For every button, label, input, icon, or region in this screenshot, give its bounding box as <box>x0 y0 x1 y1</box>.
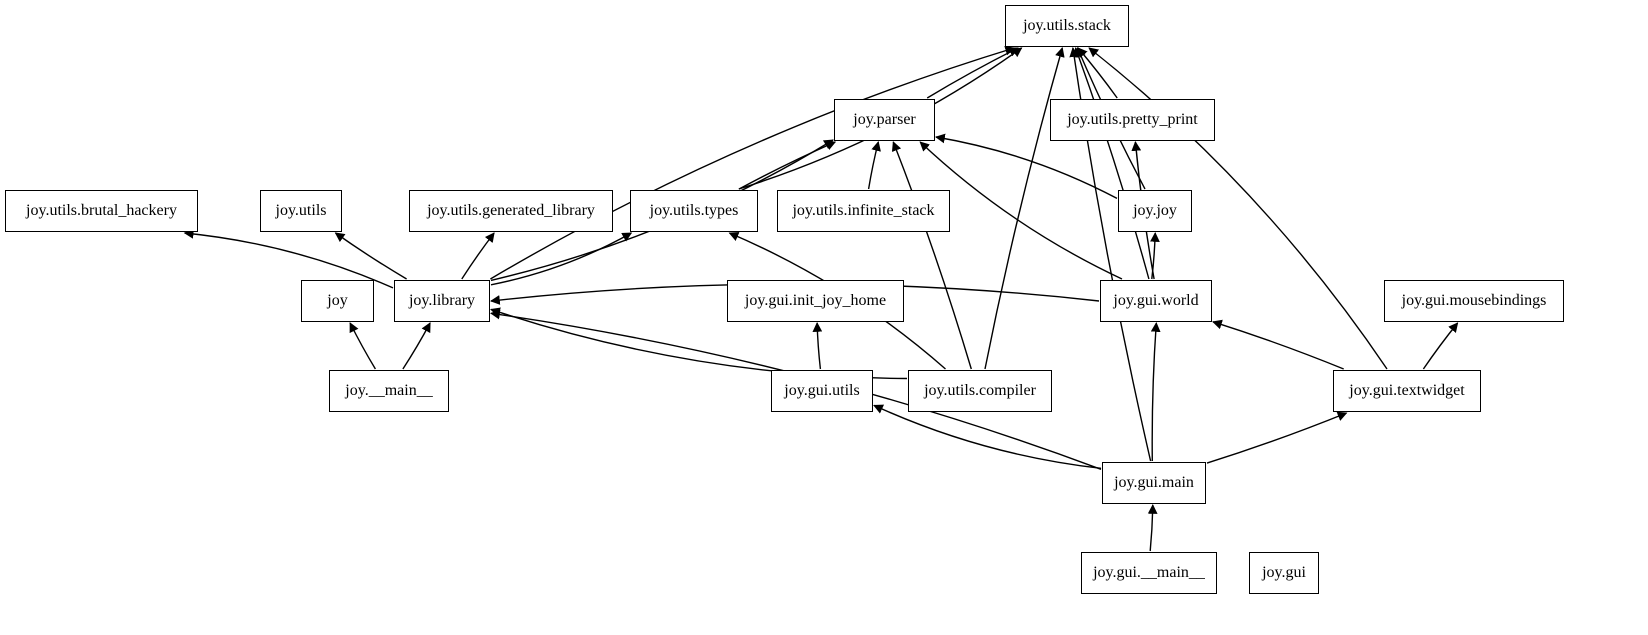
graph-node-label: joy.__main__ <box>345 382 433 399</box>
graph-edge <box>919 141 1123 280</box>
graph-edge <box>1077 47 1118 99</box>
graph-node-label: joy.gui <box>1262 564 1306 581</box>
graph-node-joy-gui-textwidget[interactable]: joy.gui.textwidget <box>1333 370 1481 412</box>
graph-node-label: joy.library <box>408 292 476 309</box>
graph-edge <box>1422 322 1459 370</box>
graph-node-joy-main[interactable]: joy.__main__ <box>329 370 449 412</box>
graph-node-joy-gui-utils[interactable]: joy.gui.utils <box>771 370 873 412</box>
graph-node-joy-utils-compiler[interactable]: joy.utils.compiler <box>908 370 1052 412</box>
graph-node-label: joy <box>327 292 348 309</box>
graph-node-label: joy.gui.init_joy_home <box>744 292 887 309</box>
graph-node-joy-gui-main[interactable]: joy.gui.main <box>1102 462 1206 504</box>
graph-node-label: joy.gui.main <box>1114 474 1194 491</box>
graph-node-label: joy.parser <box>853 111 916 128</box>
graph-edge <box>1150 322 1161 462</box>
graph-node-joy-utils-types[interactable]: joy.utils.types <box>630 190 758 232</box>
graph-edge <box>891 141 972 370</box>
graph-node-joy-utils-generated-library[interactable]: joy.utils.generated_library <box>409 190 613 232</box>
graph-node-joy-library[interactable]: joy.library <box>394 280 490 322</box>
graph-edge <box>490 232 633 286</box>
graph-node-label: joy.joy <box>1133 202 1177 219</box>
graph-node-joy-gui-mousebindings[interactable]: joy.gui.mousebindings <box>1384 280 1564 322</box>
graph-edge <box>873 404 1102 469</box>
graph-node-label: joy.utils <box>275 202 327 219</box>
graph-node-label: joy.utils.brutal_hackery <box>26 202 177 219</box>
graph-edge <box>984 47 1065 370</box>
graph-node-joy-gui-init-joy-home[interactable]: joy.gui.init_joy_home <box>727 280 904 322</box>
graph-edge <box>1212 319 1344 370</box>
graph-edge <box>1150 232 1160 280</box>
graph-node-label: joy.gui.mousebindings <box>1401 292 1547 309</box>
graph-node-label: joy.utils.infinite_stack <box>792 202 935 219</box>
graph-edge <box>334 232 407 280</box>
graph-edge <box>349 322 376 370</box>
graph-node-joy[interactable]: joy <box>301 280 374 322</box>
graph-node-label: joy.gui.textwidget <box>1349 382 1465 399</box>
graph-node-joy-utils-stack[interactable]: joy.utils.stack <box>1005 5 1129 47</box>
graph-edge <box>812 322 823 370</box>
graph-edge <box>461 232 495 280</box>
graph-node-label: joy.gui.world <box>1113 292 1199 309</box>
graph-edge <box>926 47 1019 99</box>
graph-node-joy-joy[interactable]: joy.joy <box>1118 190 1192 232</box>
graph-node-label: joy.utils.compiler <box>924 382 1036 399</box>
graph-node-label: joy.gui.__main__ <box>1093 564 1205 581</box>
graph-edge <box>1147 504 1158 552</box>
graph-node-joy-utils-infinite-stack[interactable]: joy.utils.infinite_stack <box>777 190 950 232</box>
graph-edge <box>935 133 1118 200</box>
graph-node-joy-parser[interactable]: joy.parser <box>834 99 935 141</box>
graph-edge <box>1073 47 1150 280</box>
graph-node-label: joy.utils.generated_library <box>427 202 595 219</box>
graph-node-label: joy.gui.utils <box>784 382 860 399</box>
graph-node-joy-gui[interactable]: joy.gui <box>1249 552 1319 594</box>
graph-node-label: joy.utils.types <box>649 202 739 219</box>
graph-node-joy-utils-pretty-print[interactable]: joy.utils.pretty_print <box>1050 99 1215 141</box>
graph-node-joy-gui-world[interactable]: joy.gui.world <box>1100 280 1212 322</box>
graph-node-joy-gui-main[interactable]: joy.gui.__main__ <box>1081 552 1217 594</box>
graph-node-joy-utils[interactable]: joy.utils <box>260 190 342 232</box>
graph-edge <box>402 322 431 370</box>
graph-node-label: joy.utils.pretty_print <box>1067 111 1198 128</box>
graph-node-label: joy.utils.stack <box>1023 17 1111 34</box>
graph-edge <box>490 45 1016 280</box>
graph-edge <box>738 141 837 190</box>
graph-node-joy-utils-brutal-hackery[interactable]: joy.utils.brutal_hackery <box>5 190 198 232</box>
graph-edge <box>1206 411 1348 464</box>
graph-edge <box>867 141 881 190</box>
